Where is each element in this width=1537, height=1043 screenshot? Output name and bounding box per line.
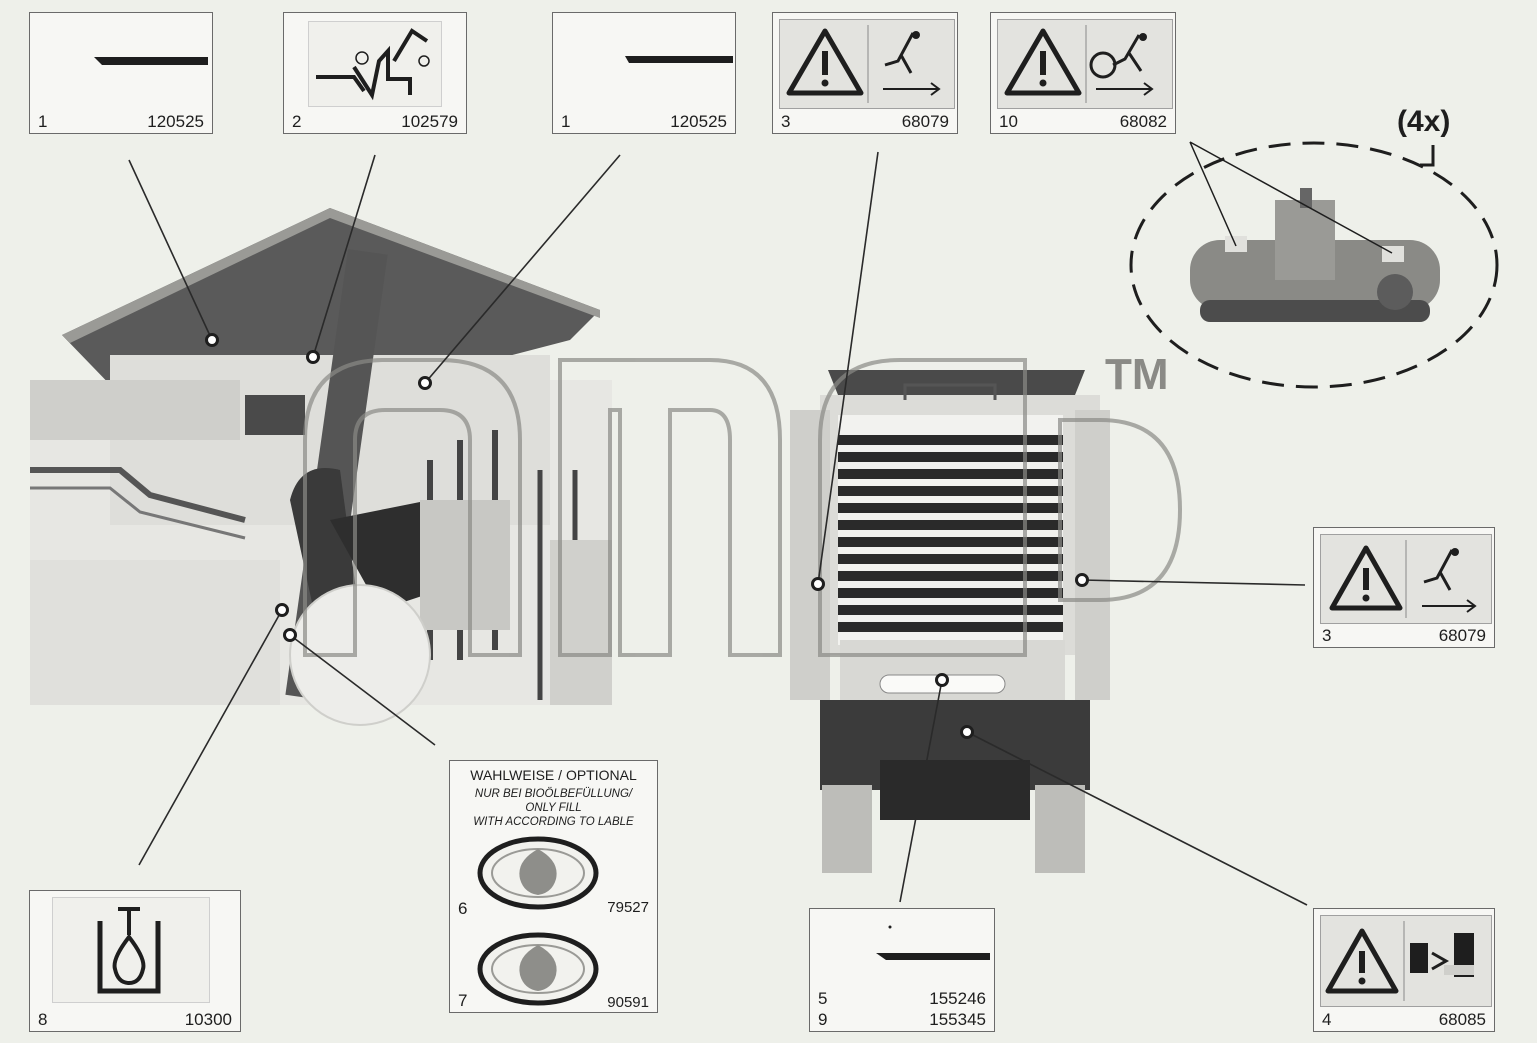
warning-track-icon <box>1004 25 1154 103</box>
optional-title: WAHLWEISE / OPTIONAL <box>470 767 637 783</box>
optional-note-line3: WITH ACCORDING TO LABLE <box>473 816 634 828</box>
item-number: 3 <box>781 112 791 131</box>
item-number: 5 <box>818 989 828 1008</box>
label-card: 10 68082 <box>990 12 1176 134</box>
warning-fall-icon <box>786 25 941 103</box>
part-number: 68085 <box>1438 1010 1486 1029</box>
optional-labels-box: WAHLWEISE / OPTIONAL NUR BEI BIOÖLBEFÜLL… <box>449 760 658 1013</box>
item-number: 10 <box>999 112 1018 131</box>
part-number: 120525 <box>147 112 204 131</box>
leader-lines <box>128 151 1308 906</box>
part-number: 68079 <box>901 112 949 131</box>
item-number: 8 <box>38 1010 48 1029</box>
label-card: 1 120525 <box>29 12 213 134</box>
part-number: 155345 <box>929 1010 986 1029</box>
item-number: 1 <box>561 112 571 131</box>
oil-drop-icon <box>97 907 161 994</box>
label-card: 5 155246 9 155345 <box>809 908 995 1032</box>
optional-note-line1: NUR BEI BIOÖLBEFÜLLUNG/ <box>474 788 633 800</box>
part-number: 90591 <box>607 994 649 1011</box>
part-number: 68082 <box>1119 112 1167 131</box>
label-card: 8 10300 <box>29 890 241 1032</box>
label-card: 1 120525 <box>552 12 736 134</box>
warning-fall-icon <box>1329 540 1477 618</box>
part-number: 102579 <box>401 112 458 131</box>
item-number: 9 <box>818 1010 828 1029</box>
track-unit-inset <box>1129 141 1499 389</box>
stripe-sticker-icon <box>625 56 733 63</box>
item-number: 7 <box>458 991 468 1010</box>
part-number: 120525 <box>670 112 727 131</box>
label-card: 4 68085 <box>1313 908 1495 1032</box>
label-card: 3 68079 <box>1313 527 1495 648</box>
warning-crush-icon <box>1325 921 1474 1001</box>
item-number: 2 <box>292 112 302 131</box>
part-number: 155246 <box>929 989 986 1008</box>
stripe-sticker-icon <box>94 57 208 65</box>
item-number: 4 <box>1322 1010 1332 1029</box>
radiator-grille <box>838 435 1063 632</box>
multiplier-label: (4x) <box>1397 105 1451 138</box>
item-number: 3 <box>1322 626 1332 645</box>
part-number: 79527 <box>607 899 649 916</box>
item-number: 6 <box>458 899 468 918</box>
optional-note-line2: ONLY FILL <box>525 802 582 814</box>
part-number: 68079 <box>1438 626 1486 645</box>
stripe-sticker-icon <box>876 925 990 960</box>
watermark-tm: TM <box>1105 350 1169 399</box>
label-card: 2 102579 <box>283 12 467 134</box>
machine-side-view <box>30 208 612 726</box>
folding-rail-icon <box>316 28 430 101</box>
sticker-markers <box>205 333 1089 739</box>
label-card: 3 68079 <box>772 12 958 134</box>
item-number: 1 <box>38 112 48 131</box>
part-number: 10300 <box>184 1010 232 1029</box>
bio-leaf-icons <box>477 836 599 1006</box>
